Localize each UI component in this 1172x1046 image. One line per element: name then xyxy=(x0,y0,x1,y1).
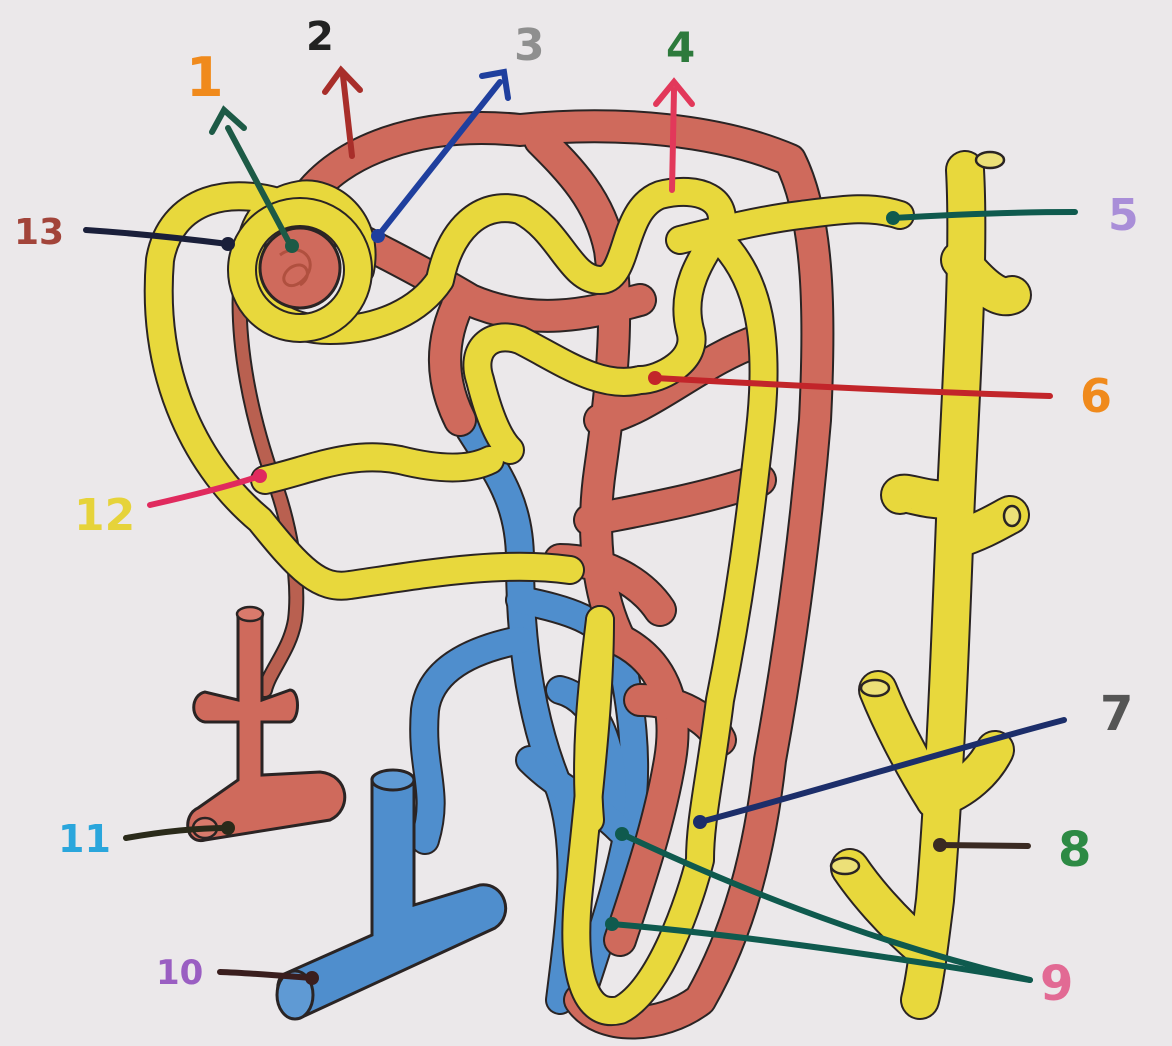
label-11: 11 xyxy=(58,817,111,861)
label-3: 3 xyxy=(514,20,545,71)
renal-artery xyxy=(188,607,345,841)
collecting-duct xyxy=(831,152,1020,1000)
pointer-8 xyxy=(940,845,1028,846)
label-2: 2 xyxy=(306,14,334,60)
label-4: 4 xyxy=(666,23,695,72)
label-10: 10 xyxy=(156,953,203,993)
label-1: 1 xyxy=(186,46,224,109)
label-8: 8 xyxy=(1058,822,1091,878)
label-6: 6 xyxy=(1080,369,1112,423)
label-12: 12 xyxy=(74,490,135,541)
label-7: 7 xyxy=(1100,686,1133,742)
pointer-6 xyxy=(655,378,1050,396)
label-5: 5 xyxy=(1108,190,1139,241)
pointer-4 xyxy=(672,90,674,190)
label-13: 13 xyxy=(14,212,64,253)
label-9: 9 xyxy=(1040,956,1073,1012)
